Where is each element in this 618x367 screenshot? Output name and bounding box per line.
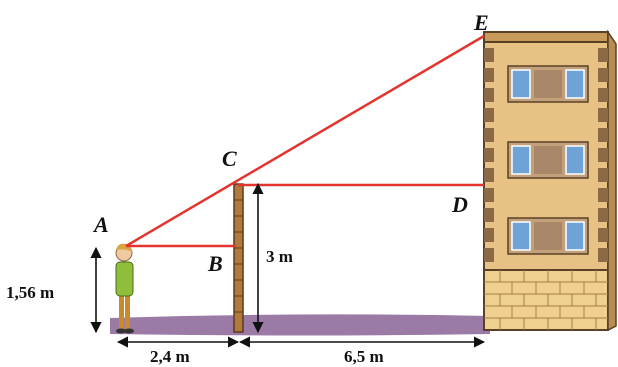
sight-lines [125,34,485,248]
label-point-B: B [207,251,223,276]
ground [110,314,490,336]
label-dist-pole-building: 6,5 m [344,347,384,366]
line-A-E [125,34,485,248]
pole [233,183,244,333]
label-pole-height: 3 m [266,247,293,266]
person [115,243,134,334]
label-point-D: D [451,192,468,217]
label-point-A: A [92,212,109,237]
label-point-E: E [473,10,489,35]
building [483,29,617,332]
window-row-3 [507,217,589,255]
window-row-2 [507,141,589,179]
label-point-C: C [222,146,237,171]
label-person-height: 1,56 m [6,283,54,302]
window-row-1 [507,65,589,103]
label-dist-person-pole: 2,4 m [150,347,190,366]
